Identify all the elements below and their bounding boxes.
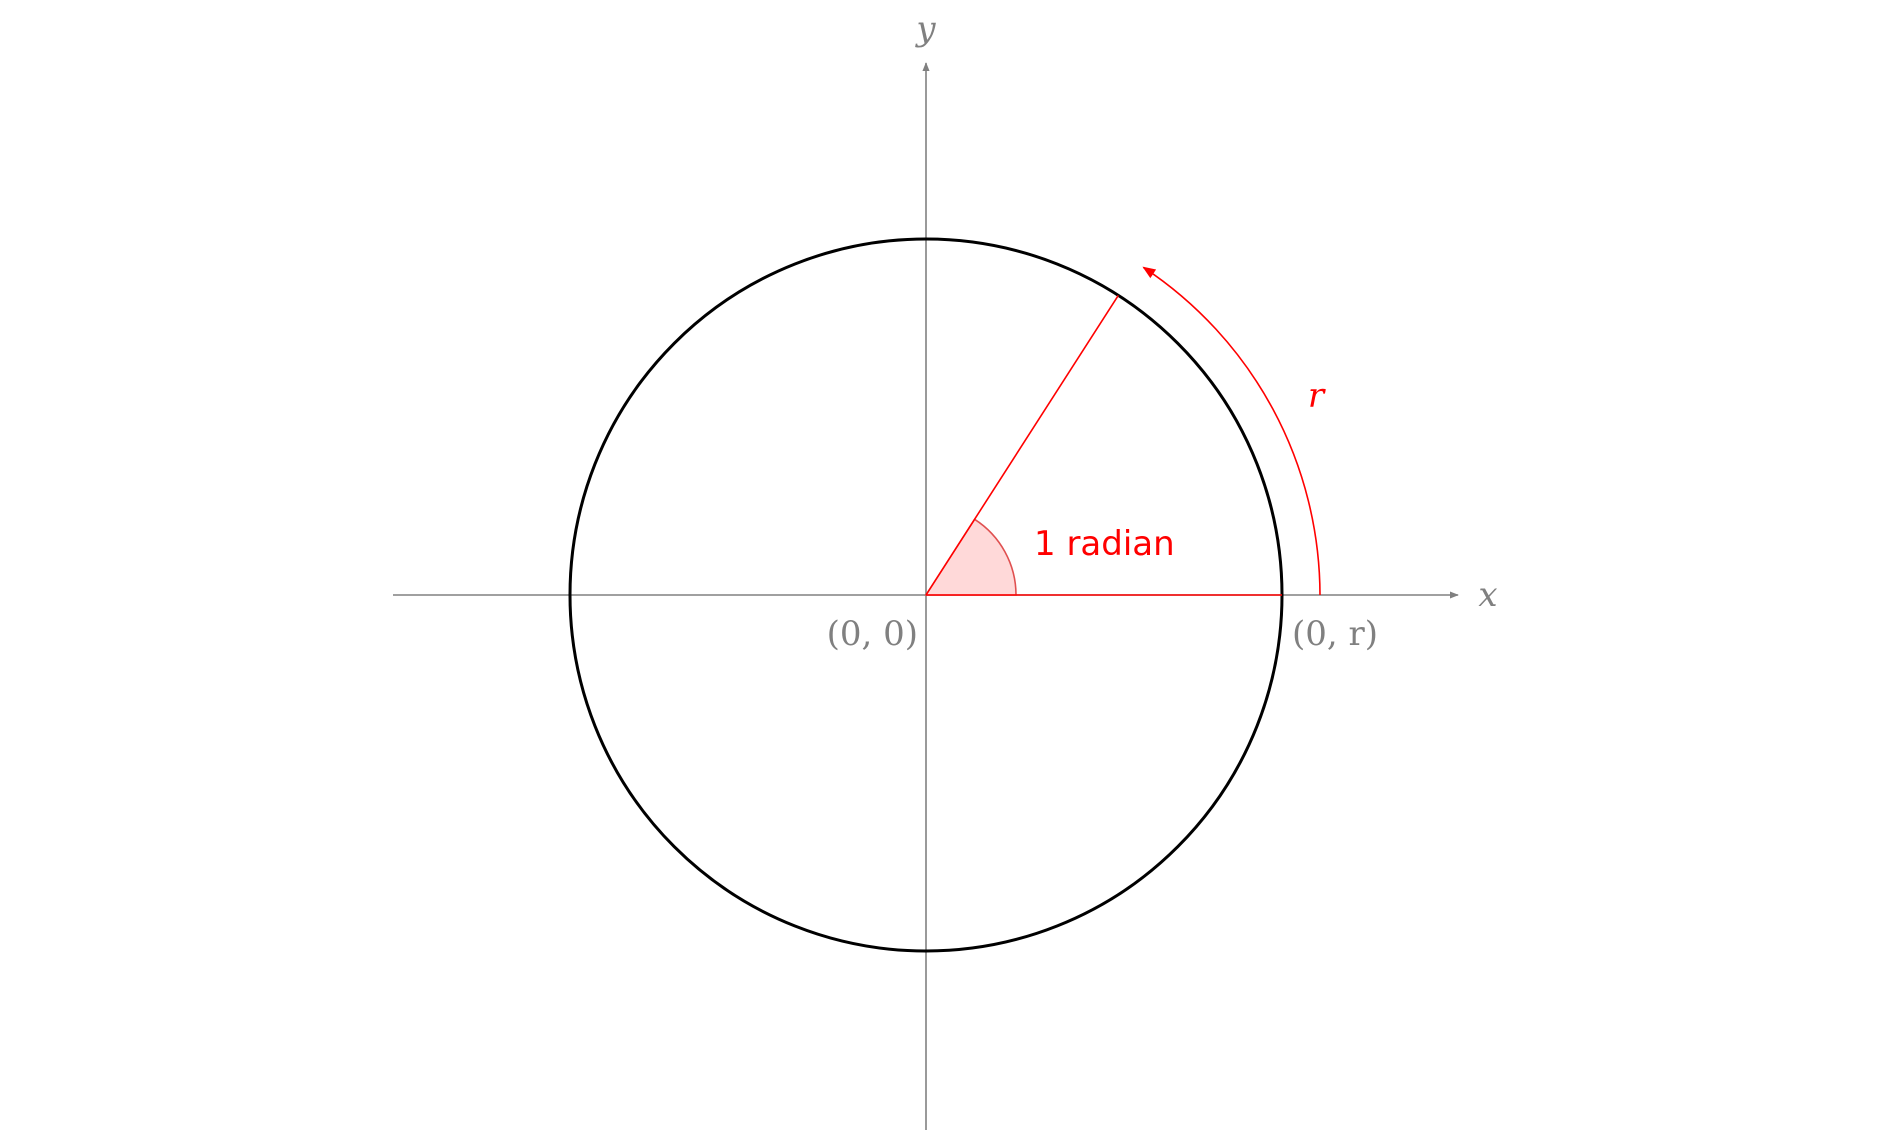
x-axis-label: x [1478,575,1497,615]
angle-label: 1 radian [1034,524,1175,564]
y-axis-label: y [914,9,936,49]
arc-length-label: r [1308,376,1326,416]
radius-at-one-radian [925,294,1119,596]
origin-label: (0, 0) [827,614,918,654]
arc-length-arrow [1142,266,1321,596]
angle-sector [924,518,1017,596]
point-on-circle-label: (0, r) [1292,614,1378,654]
